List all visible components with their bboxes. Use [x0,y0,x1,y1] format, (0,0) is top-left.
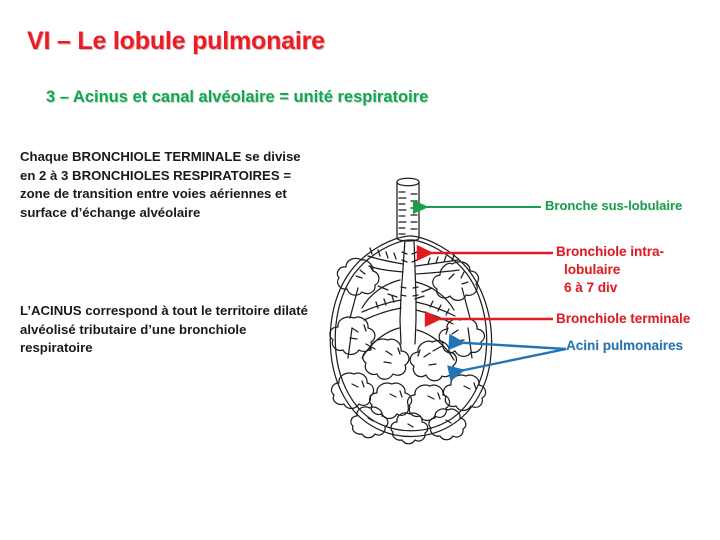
pulmonary-lobule-figure [300,168,520,448]
legend-label-acini-pulmonaires: Acini pulmonaires [566,338,684,353]
legend-line-2: lobulaire [564,262,621,277]
legend-label-bronchiole-terminale: Bronchiole terminale [556,311,691,326]
legend-label-bronche-sus-lobulaire: Bronche sus-lobulaire [545,198,683,213]
paragraph-bronchiole-terminale: Chaque BRONCHIOLE TERMINALE se divise en… [20,149,301,220]
legend-line-1: Bronchiole intra- [556,244,665,259]
page-title: VI – Le lobule pulmonaire [27,27,325,55]
lobule-drawing-svg [329,177,493,445]
slide-subtitle: 3 – Acinus et canal alvéolaire = unité r… [46,88,429,106]
paragraph-acinus: L’ACINUS correspond à tout le territoire… [20,303,308,356]
legend-label-bronchiole-intra-lobulaire: Bronchiole intra- lobulaire 6 à 7 div [556,243,664,297]
legend-line-3: 6 à 7 div [564,280,618,295]
